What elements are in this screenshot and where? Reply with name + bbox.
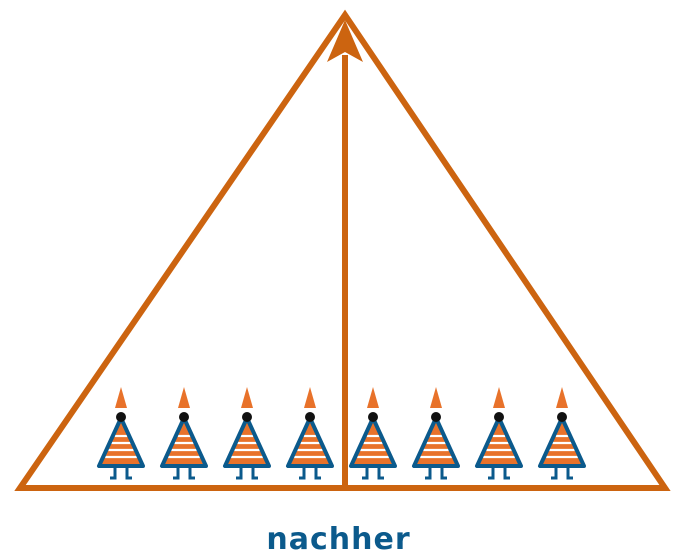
- caption-label: nachher: [0, 522, 677, 558]
- triangle-person-icon: [288, 387, 332, 478]
- figure-arrow: [367, 387, 379, 408]
- figure-arrow: [178, 387, 190, 408]
- figure-arrow: [556, 387, 568, 408]
- figure-arrow: [493, 387, 505, 408]
- figure-arrow: [241, 387, 253, 408]
- triangle-person-icon: [540, 387, 584, 478]
- figure-head: [305, 412, 315, 422]
- triangle-person-icon: [99, 387, 143, 478]
- triangle-person-icon: [351, 387, 395, 478]
- triangle-person-icon: [162, 387, 206, 478]
- figure-head: [557, 412, 567, 422]
- figure-head: [179, 412, 189, 422]
- figure-head: [368, 412, 378, 422]
- figure-arrow: [430, 387, 442, 408]
- triangle-person-icon: [225, 387, 269, 478]
- triangle-person-icon: [414, 387, 458, 478]
- figure-head: [494, 412, 504, 422]
- figure-head: [242, 412, 252, 422]
- figure-head: [116, 412, 126, 422]
- triangle-diagram: [0, 0, 677, 500]
- figure-row: [99, 387, 584, 478]
- figure-arrow: [115, 387, 127, 408]
- triangle-person-icon: [477, 387, 521, 478]
- figure-arrow: [304, 387, 316, 408]
- figure-head: [431, 412, 441, 422]
